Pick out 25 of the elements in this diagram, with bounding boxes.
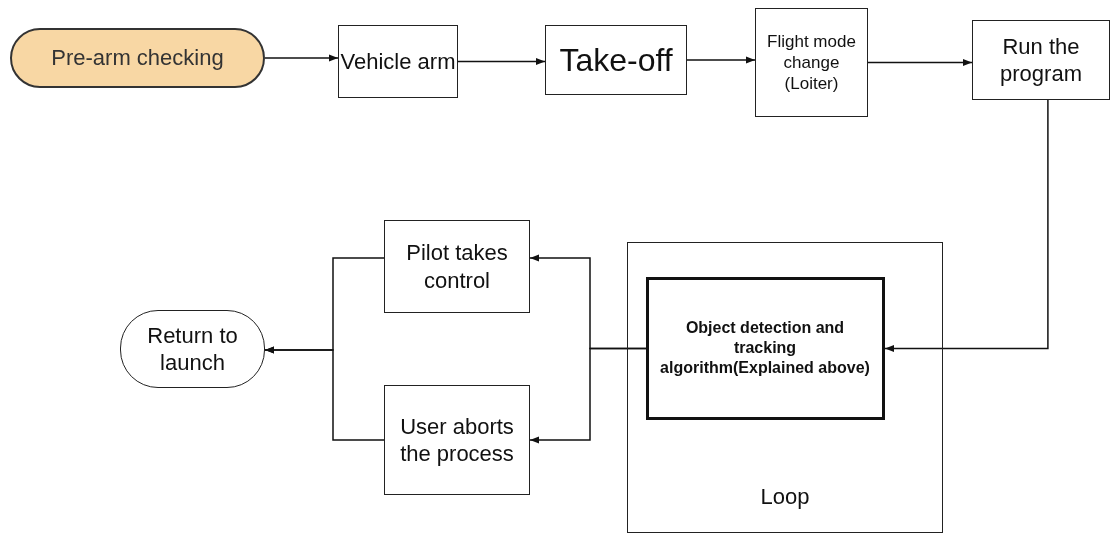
node-label: Loop [760, 482, 810, 510]
node-label: User aborts the process [399, 412, 515, 468]
node-label: Pilot takes control [405, 239, 509, 294]
arrow [867, 58, 973, 67]
process-box [545, 25, 687, 95]
process-box [384, 220, 530, 313]
process-box [755, 8, 868, 117]
arrow [264, 346, 385, 441]
node-label: Run the program [999, 32, 1083, 88]
arrow [529, 347, 647, 444]
node-label: Take-off [559, 41, 673, 80]
process-box [338, 25, 458, 98]
arrow [457, 57, 546, 66]
loop-frame [627, 242, 943, 533]
arrow [884, 99, 1049, 353]
node-label: Flight mode change (Loiter) [766, 30, 857, 95]
node-label: Object detection and tracking algorithm(Explained above) [659, 318, 871, 378]
arrow [686, 56, 756, 64]
arrow [264, 54, 339, 62]
process-box [645, 276, 885, 420]
node-label: Pre-arm checking [51, 44, 224, 72]
process-box [972, 20, 1110, 100]
node-label: Vehicle arm [340, 47, 456, 76]
node-label: Return to launch [146, 321, 239, 377]
process-box [384, 385, 530, 495]
